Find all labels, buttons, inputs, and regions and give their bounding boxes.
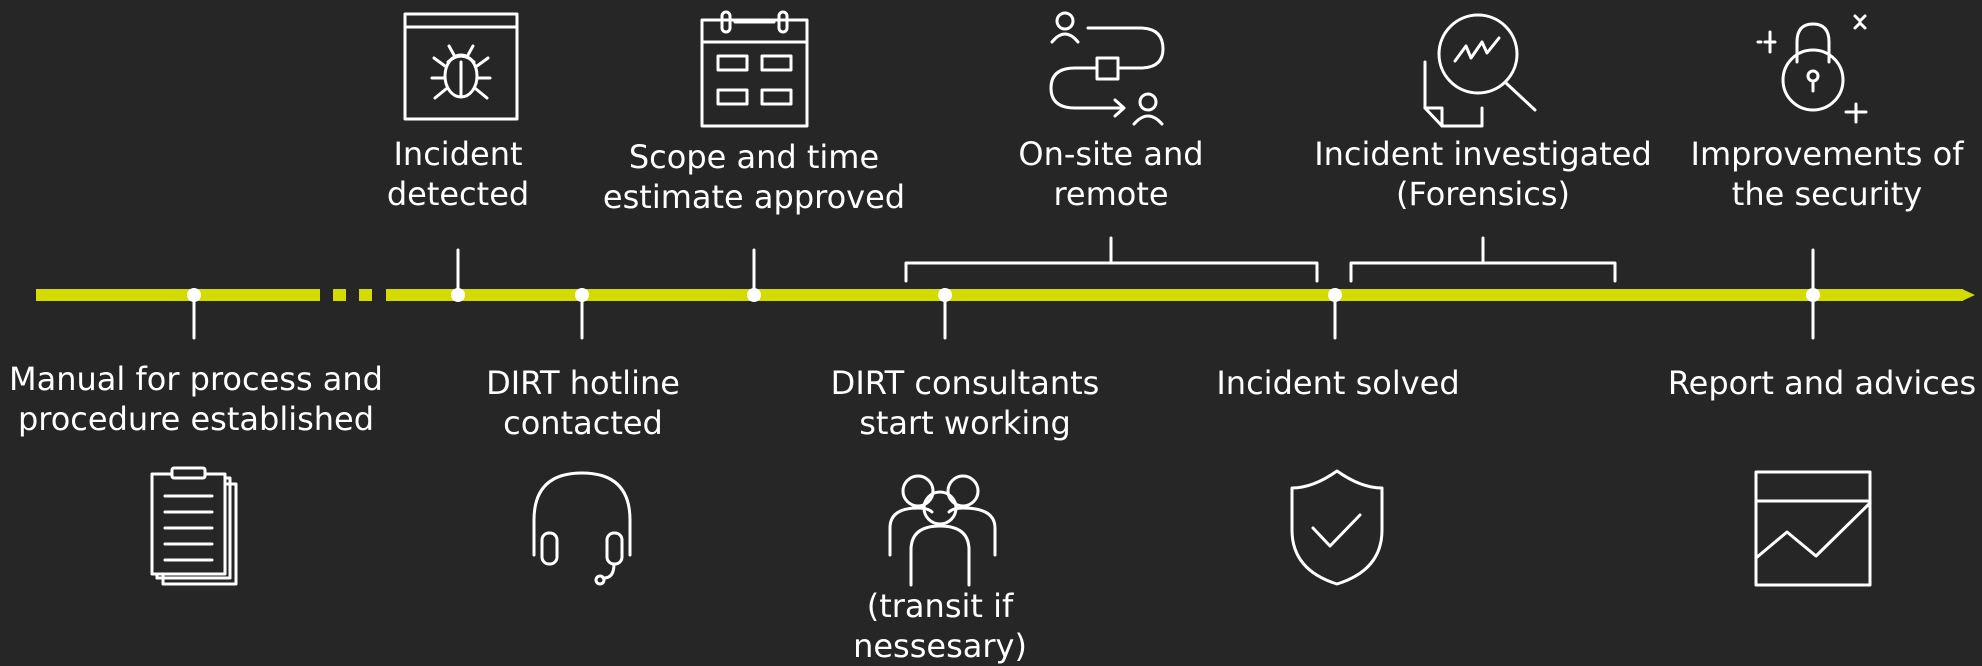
- label-consultants-working: DIRT consultants start working: [831, 363, 1100, 443]
- dot-consultants-working: [938, 288, 952, 302]
- label-report-advices: Report and advices: [1668, 363, 1976, 403]
- label-scope-approved: Scope and time estimate approved: [603, 137, 905, 217]
- label-incident-solved-line-1: Incident solved: [1216, 364, 1460, 402]
- label-transit-note-line-1: (transit if: [866, 587, 1014, 625]
- label-incident-investigated-line-2: (Forensics): [1395, 175, 1571, 213]
- label-hotline-contacted: DIRT hotline contacted: [486, 363, 680, 443]
- label-scope-approved-line-2: estimate approved: [602, 178, 906, 216]
- dot-scope-approved: [747, 288, 761, 302]
- route-people-icon: [1049, 11, 1165, 126]
- stems-above: [456, 248, 1815, 297]
- dot-incident-solved: [1328, 288, 1342, 302]
- padlock-sparkle-icon: [1756, 14, 1868, 124]
- dot-incident-detected: [451, 288, 465, 302]
- stems-below: [192, 293, 1815, 340]
- label-improvements: Improvements of the security: [1691, 134, 1964, 214]
- label-consultants-working-line-2: start working: [859, 404, 1071, 442]
- label-transit-note-line-2: nessesary): [853, 627, 1027, 665]
- dot-improvements: [1806, 288, 1820, 302]
- calendar-icon: [700, 10, 809, 128]
- timeline-gap-dash-1: [333, 289, 346, 301]
- label-report-advices-line-1: Report and advices: [1667, 364, 1977, 402]
- bracket-investigated-line: [1349, 261, 1617, 283]
- timeline-bar: [36, 289, 1975, 301]
- dot-hotline-contacted: [575, 288, 589, 302]
- timeline-dots: [187, 288, 1820, 302]
- label-scope-approved-line-1: Scope and time: [628, 138, 880, 176]
- label-on-site-remote: On-site and remote: [1018, 134, 1203, 214]
- label-improvements-line-1: Improvements of: [1690, 135, 1964, 173]
- label-transit-note: (transit if nessesary): [853, 586, 1027, 666]
- timeline-arrowhead: [1962, 289, 1975, 301]
- label-on-site-remote-line-2: remote: [1053, 175, 1169, 213]
- dot-manual-established: [187, 288, 201, 302]
- label-incident-detected-line-2: detected: [386, 175, 530, 213]
- chart-window-icon: [1754, 470, 1872, 587]
- bracket-investigated: [1349, 236, 1617, 283]
- label-hotline-contacted-line-1: DIRT hotline: [486, 364, 680, 402]
- team-people-icon: [888, 474, 997, 587]
- label-on-site-remote-line-1: On-site and: [1018, 135, 1204, 173]
- label-manual-established: Manual for process and procedure establi…: [9, 359, 383, 439]
- label-incident-investigated: Incident investigated (Forensics): [1314, 134, 1652, 214]
- label-incident-detected-line-1: Incident: [393, 135, 523, 173]
- bracket-on-site-remote: [904, 236, 1319, 283]
- label-manual-established-line-1: Manual for process and: [9, 360, 383, 398]
- shield-check-icon: [1290, 469, 1384, 586]
- label-incident-detected: Incident detected: [387, 134, 529, 214]
- clipboard-stack-icon: [150, 466, 238, 586]
- timeline-gap-dash-2: [359, 289, 372, 301]
- timeline-segment-main: [386, 289, 1963, 301]
- label-improvements-line-2: the security: [1731, 175, 1923, 213]
- label-consultants-working-line-1: DIRT consultants: [830, 364, 1100, 402]
- timeline-segment-start: [36, 289, 320, 301]
- bug-window-icon: [403, 12, 519, 121]
- label-incident-solved: Incident solved: [1216, 363, 1459, 403]
- label-hotline-contacted-line-2: contacted: [503, 404, 663, 442]
- label-incident-investigated-line-1: Incident investigated: [1314, 135, 1652, 173]
- bracket-on-site-remote-line: [904, 261, 1319, 283]
- document-magnifier-icon: [1423, 13, 1537, 128]
- label-manual-established-line-2: procedure established: [17, 400, 375, 438]
- headset-icon: [532, 471, 632, 586]
